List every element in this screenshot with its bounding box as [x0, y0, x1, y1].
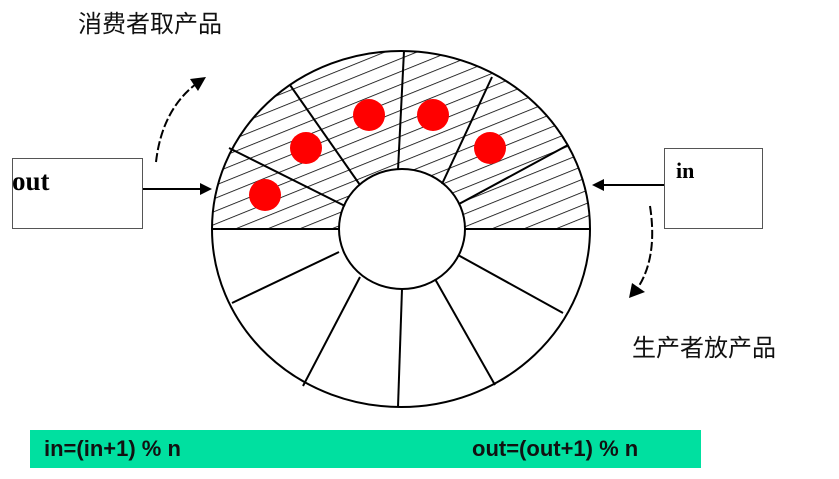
- out-update-formula: out=(out+1) % n: [472, 436, 639, 461]
- in-update-formula: in=(in+1) % n: [44, 436, 181, 461]
- consumer-label: 消费者取产品: [78, 10, 222, 38]
- formula-bar: in=(in+1) % n out=(out+1) % n: [30, 430, 701, 468]
- producer-label: 生产者放产品: [632, 334, 776, 362]
- out-pointer-label: out: [12, 166, 50, 196]
- product-dot: [353, 99, 385, 131]
- product-dot: [290, 132, 322, 164]
- product-dot: [417, 99, 449, 131]
- producer-curved-arrow: [629, 205, 654, 298]
- in-arrow: [592, 179, 664, 191]
- consumer-curved-arrow: [155, 77, 206, 163]
- product-dot: [249, 179, 281, 211]
- in-pointer-label: in: [676, 158, 695, 183]
- buffer-inner-ring: [338, 168, 466, 290]
- products-layer: [249, 99, 506, 211]
- out-arrow: [143, 183, 212, 195]
- out-pointer-box: [12, 158, 143, 229]
- slot-dividers: [212, 50, 590, 408]
- in-pointer-box: [664, 148, 763, 229]
- product-dot: [474, 132, 506, 164]
